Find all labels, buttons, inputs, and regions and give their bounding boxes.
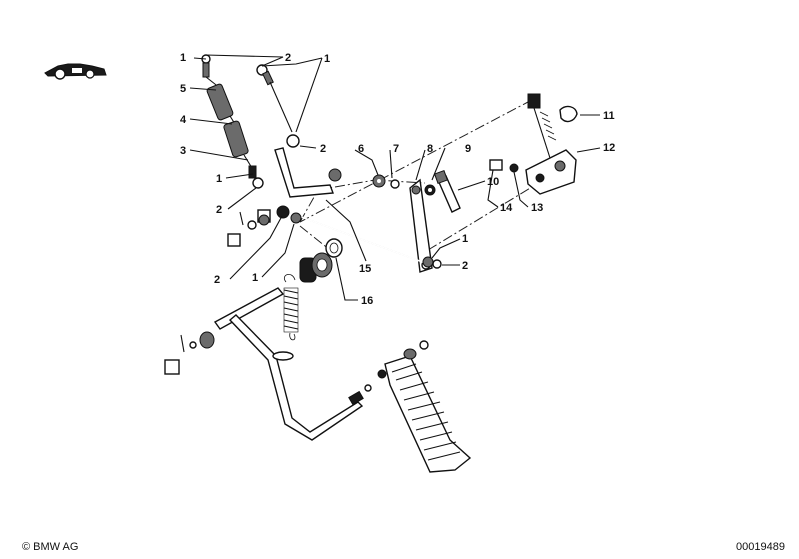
callout-10: 7 <box>393 143 399 155</box>
callout-5: 2 <box>320 143 326 155</box>
rubber-bushings <box>299 238 343 283</box>
accelerator-pedal <box>364 340 472 473</box>
pedal-shaft <box>164 287 364 441</box>
callout-12: 9 <box>465 143 471 155</box>
orientation-car-icon <box>44 63 107 80</box>
leader-lines <box>189 54 601 301</box>
callout-14: 11 <box>603 110 615 122</box>
left-adjustable-rod <box>201 54 264 189</box>
bushings-washers <box>372 174 436 196</box>
callout-0: 1 <box>180 52 186 64</box>
upper-right-linkage <box>489 93 578 195</box>
document-number: 00019489 <box>736 541 785 553</box>
callout-labels: 1 2 1 5 4 2 3 1 2 6 7 8 9 10 11 12 14 13… <box>180 52 615 307</box>
right-thin-rod <box>256 64 300 148</box>
callout-16: 14 <box>500 202 513 214</box>
callout-1: 2 <box>285 52 291 64</box>
callout-18: 1 <box>462 233 468 245</box>
callout-21: 1 <box>252 272 258 284</box>
long-horizontal-rod <box>287 211 442 269</box>
callout-11: 8 <box>427 143 433 155</box>
callout-4: 4 <box>180 114 187 126</box>
callout-13: 10 <box>487 176 499 188</box>
callout-7: 1 <box>216 173 222 185</box>
callout-23: 16 <box>361 295 373 307</box>
callout-3: 5 <box>180 83 186 95</box>
callout-8: 2 <box>216 204 222 216</box>
pivot-joint-cluster <box>227 205 302 247</box>
copyright-label: © BMW AG <box>22 541 79 553</box>
callout-19: 2 <box>462 260 468 272</box>
bolt-10 <box>433 169 461 213</box>
callout-2: 1 <box>324 53 330 65</box>
callout-6: 3 <box>180 145 186 157</box>
bell-crank-lever <box>274 147 342 198</box>
callout-22: 15 <box>359 263 371 275</box>
callout-20: 2 <box>214 274 220 286</box>
callout-15: 12 <box>603 142 615 154</box>
return-spring <box>283 273 299 341</box>
callout-17: 13 <box>531 202 543 214</box>
callout-9: 6 <box>358 143 364 155</box>
